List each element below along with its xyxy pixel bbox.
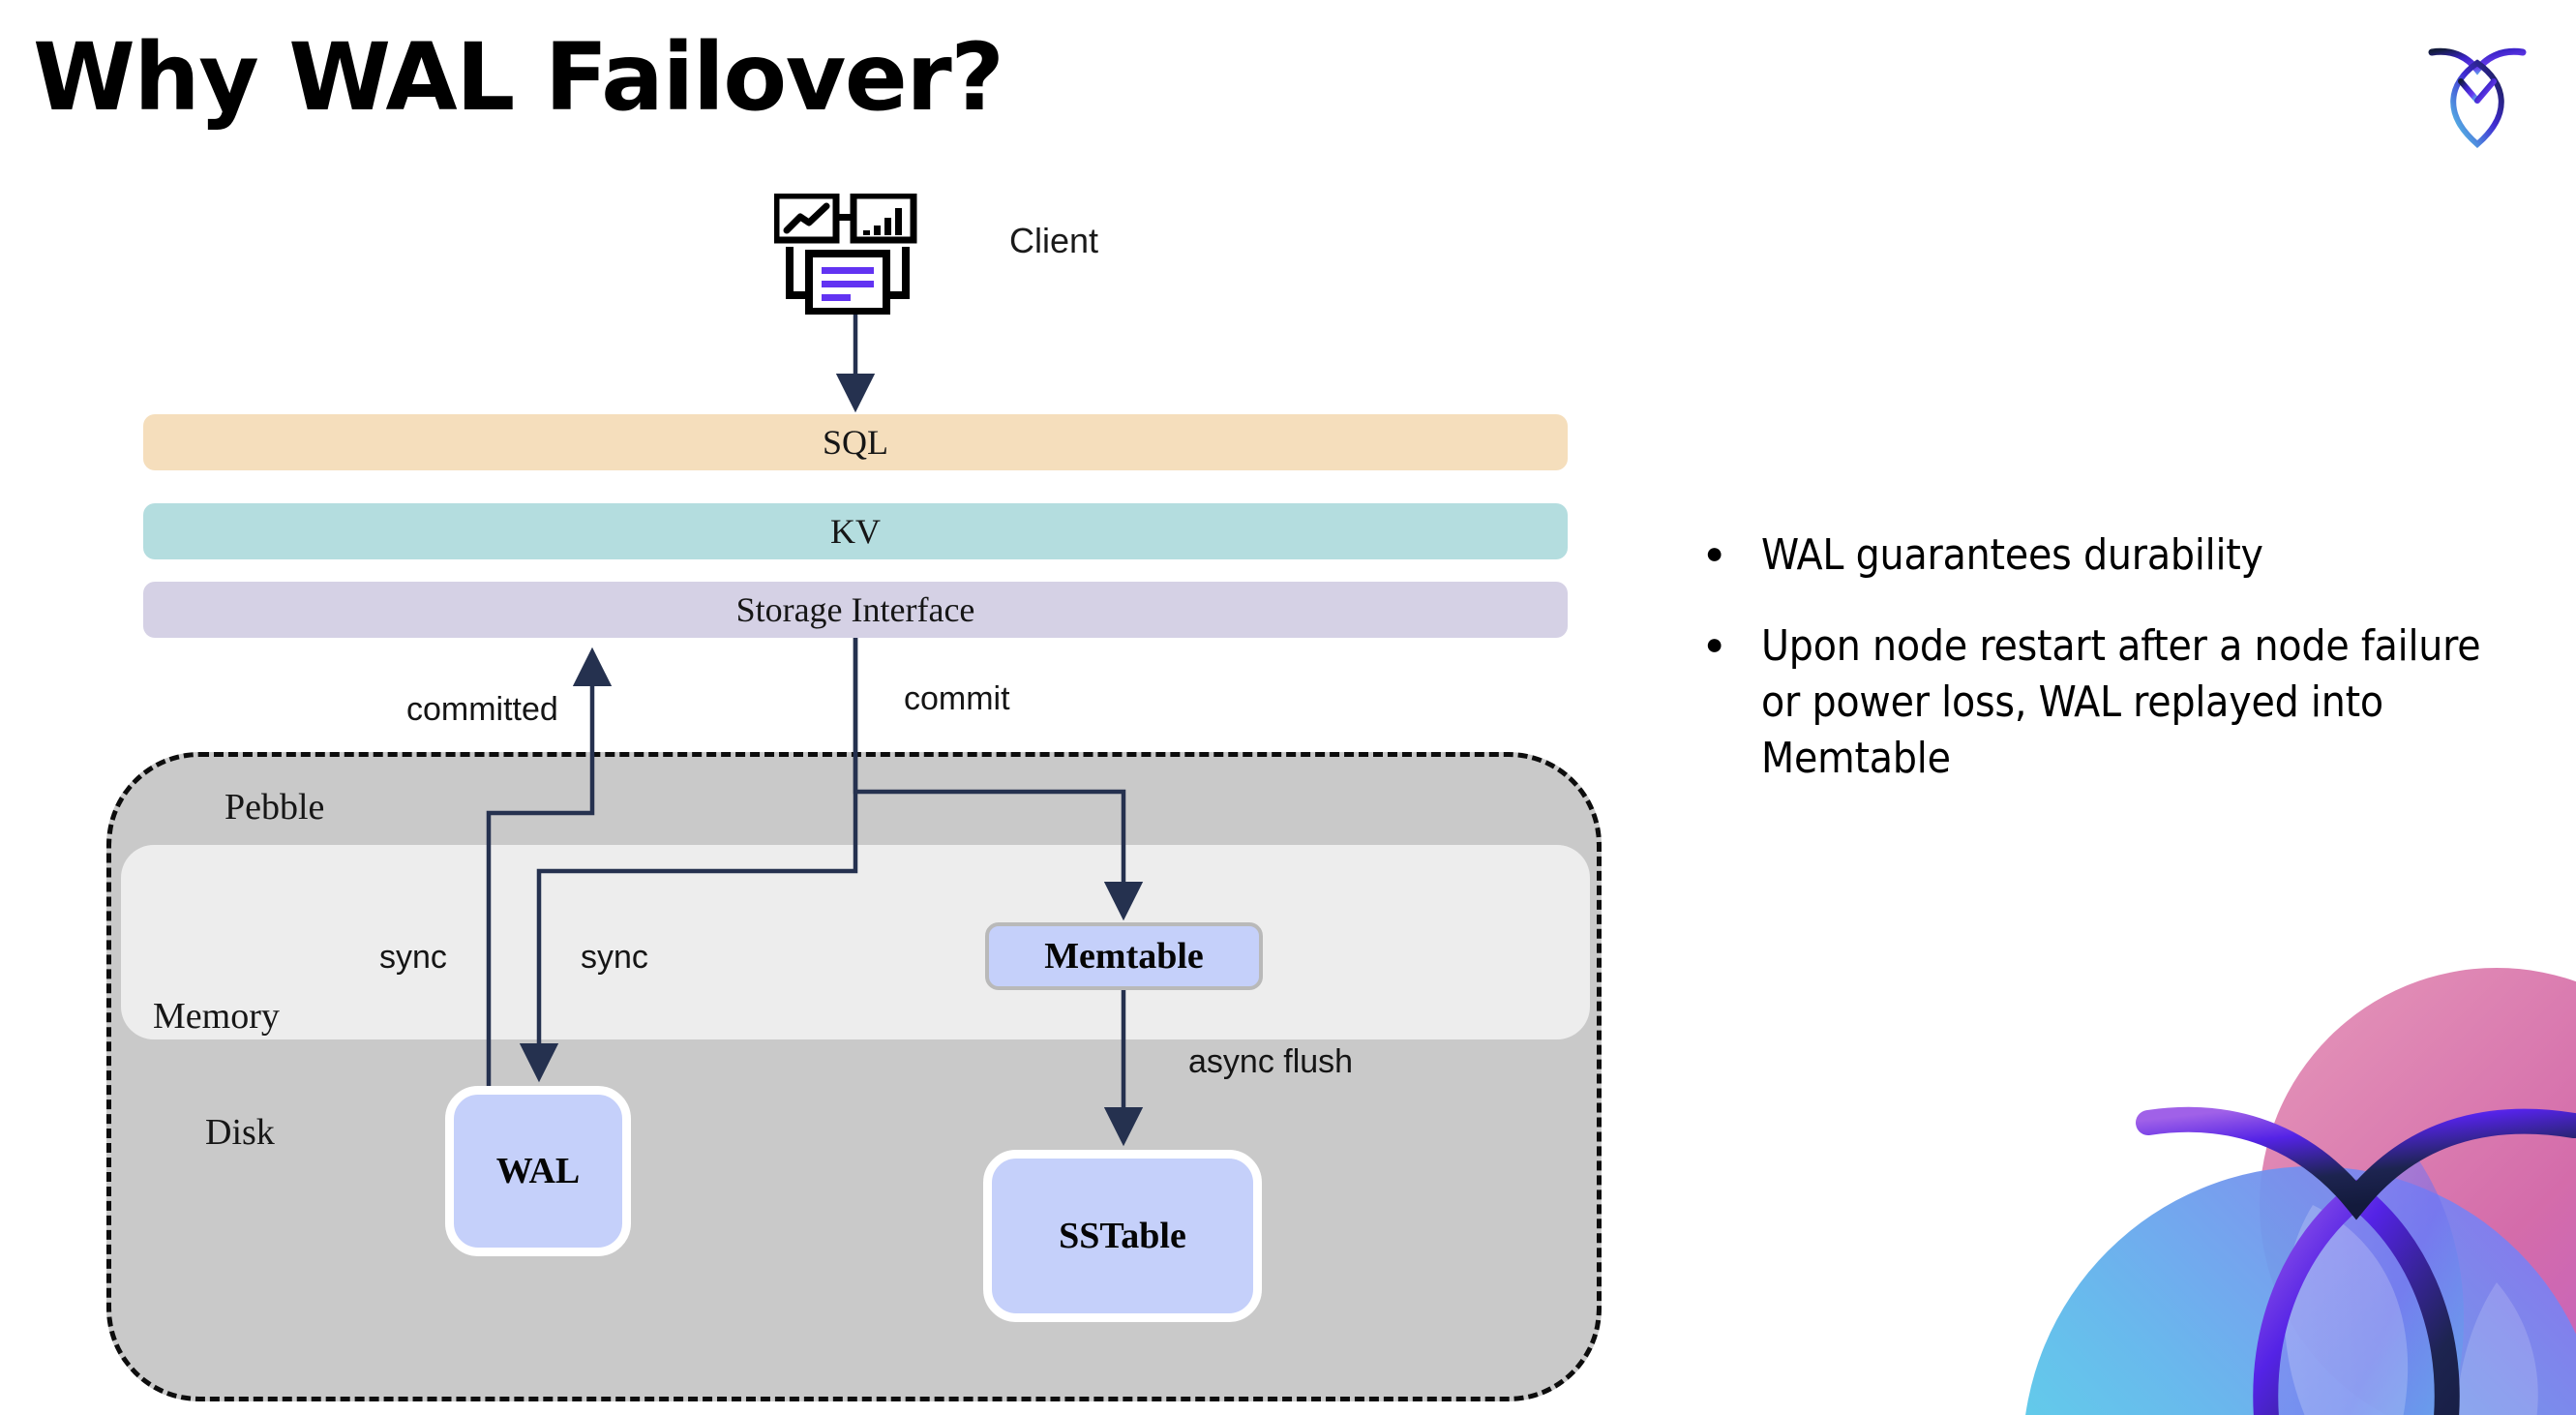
pebble-label: Pebble [225,787,325,828]
node-sstable-label: SSTable [1059,1216,1186,1256]
edge-label-committed: committed [406,691,558,728]
node-wal: WAL [445,1086,631,1256]
architecture-diagram: Client SQL KV Storage Interface Pebble M… [106,192,1602,1401]
layer-bar-kv-label: KV [830,512,881,551]
disk-label: Disk [205,1112,275,1153]
node-memtable: Memtable [985,922,1263,990]
layer-bar-sql: SQL [143,414,1568,470]
list-item: ● Upon node restart after a node failure… [1705,618,2508,787]
memory-label: Memory [153,996,280,1037]
edge-label-sync-commit-side: sync [581,939,648,976]
node-sstable: SSTable [983,1150,1262,1322]
bullet-dot-icon: ● [1705,535,1724,570]
layer-bar-storage-interface-label: Storage Interface [735,590,975,629]
edge-label-commit: commit [904,680,1010,717]
layer-bar-sql-label: SQL [822,423,888,462]
layer-bar-kv: KV [143,503,1568,559]
client-terminal-icon [772,192,921,316]
layer-bar-storage-interface: Storage Interface [143,582,1568,638]
cockroachdb-watermark-icon [1955,915,2576,1415]
list-item: ● WAL guarantees durability [1705,527,2508,584]
edge-label-sync-committed-side: sync [379,939,447,976]
client-label: Client [1009,221,1099,260]
cockroachdb-logo-icon [2414,31,2540,149]
bullet-dot-icon: ● [1705,626,1724,662]
node-wal-label: WAL [495,1151,581,1191]
node-memtable-label: Memtable [1044,936,1204,977]
bullet-list: ● WAL guarantees durability ● Upon node … [1705,527,2508,822]
edge-label-async-flush: async flush [1188,1043,1354,1080]
bullet-text: WAL guarantees durability [1761,530,2263,580]
page-title: Why WAL Failover? [33,23,1004,132]
memory-region [121,845,1590,1039]
bullet-text: Upon node restart after a node failure o… [1761,621,2481,784]
